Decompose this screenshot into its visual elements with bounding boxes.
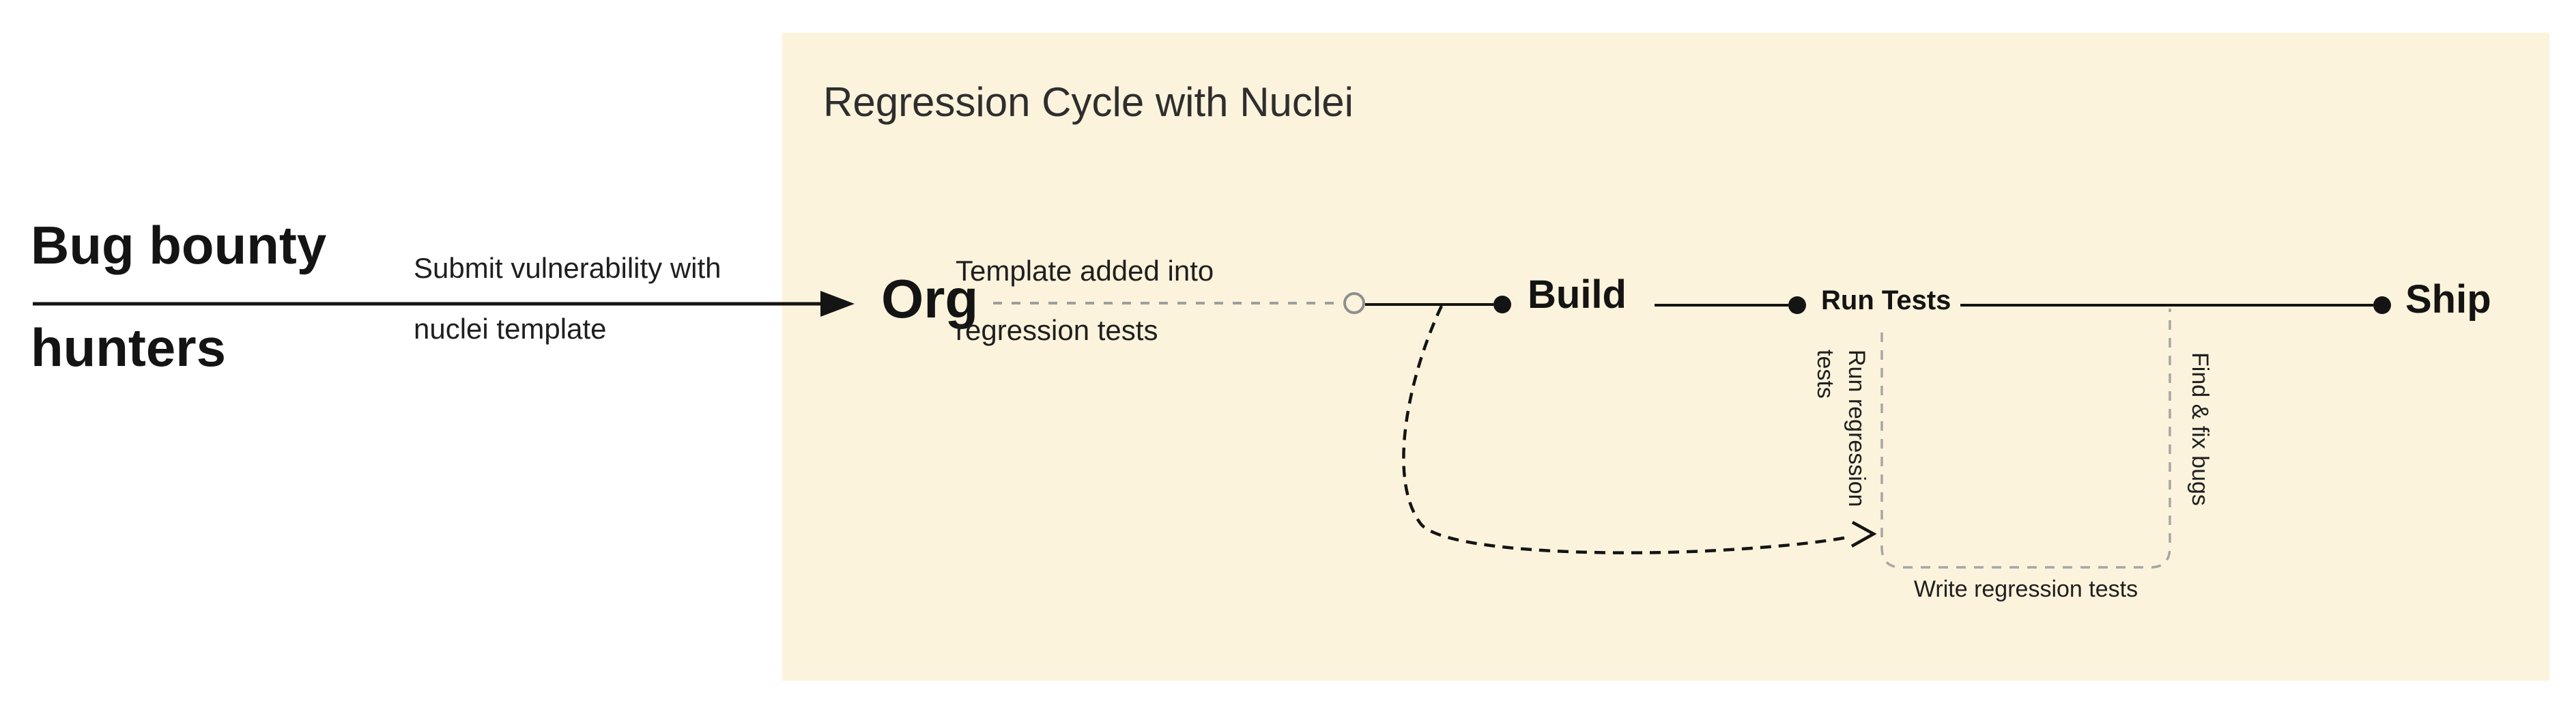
runtests-dot-icon xyxy=(1788,296,1806,314)
feedback-dashed-curve xyxy=(1402,305,1852,554)
build-dot-icon xyxy=(1493,296,1511,313)
feedback-arrowhead-icon xyxy=(1850,521,1877,548)
find-fix-vertical-label: Find & fix bugs xyxy=(2187,352,2213,506)
write-tests-bracket xyxy=(1880,309,2171,569)
node-org: Org xyxy=(881,268,979,329)
regression-cycle-panel xyxy=(782,33,2549,681)
node-build: Build xyxy=(1528,272,1627,317)
ship-dot-icon xyxy=(2373,296,2391,314)
submit-arrow-label-line2: nuclei template xyxy=(414,313,607,345)
actor-label-line2: hunters xyxy=(31,317,227,378)
submit-arrowhead-icon xyxy=(820,291,855,317)
panel-title: Regression Cycle with Nuclei xyxy=(823,79,1354,125)
connector-circle-icon xyxy=(1343,292,1365,314)
node-run-tests: Run Tests xyxy=(1821,285,1951,315)
template-added-label-line2: regression tests xyxy=(956,314,1158,346)
submit-arrow-label-line1: Submit vulnerability with xyxy=(414,252,721,284)
actor-label-line1: Bug bounty xyxy=(31,215,327,275)
node-ship: Ship xyxy=(2405,277,2491,322)
write-regression-label: Write regression tests xyxy=(1913,576,2138,602)
template-added-label-line1: Template added into xyxy=(956,255,1214,287)
run-regression-vertical-label: Run regression tests xyxy=(1812,350,1870,507)
